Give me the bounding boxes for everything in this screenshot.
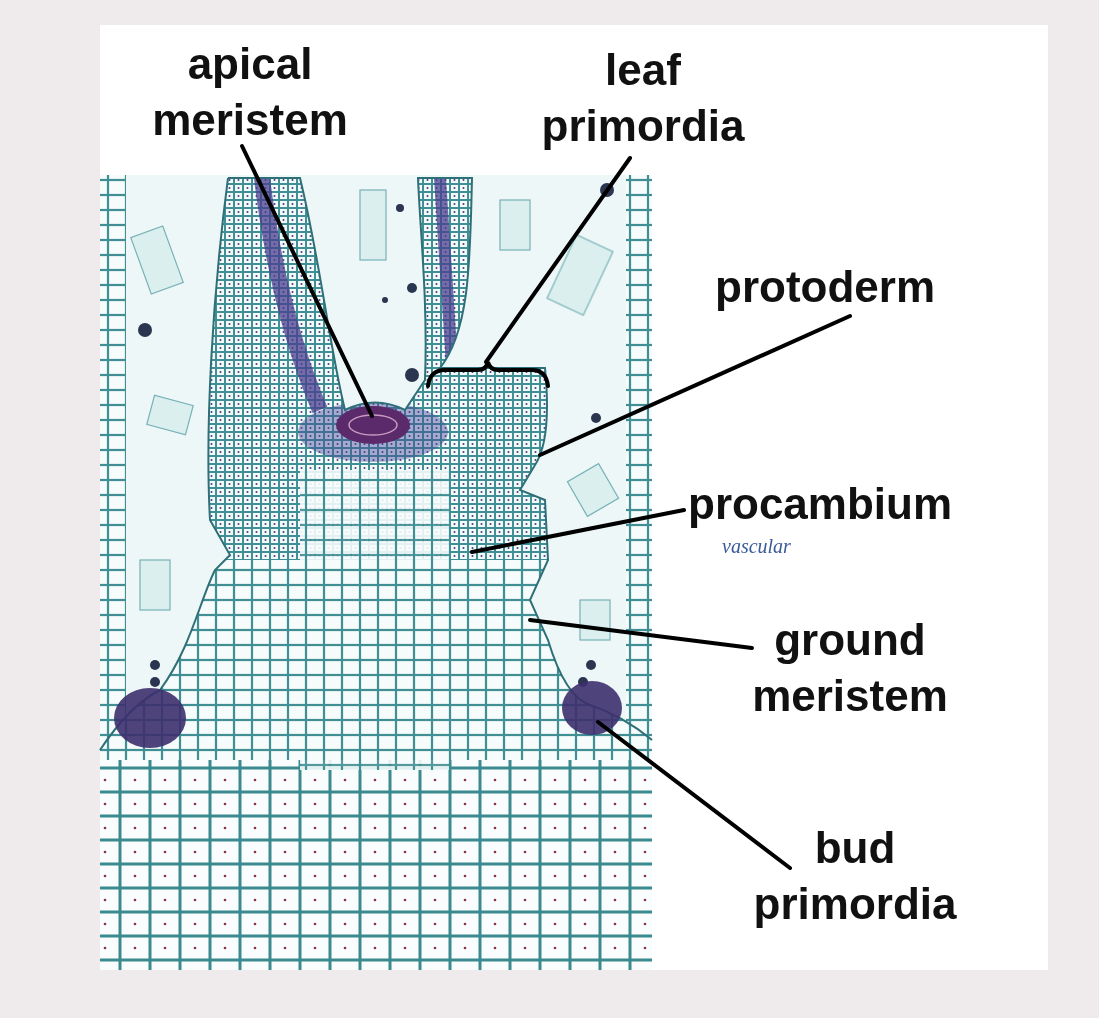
leader-lines bbox=[540, 316, 850, 455]
micrograph bbox=[407, 283, 417, 293]
micrograph bbox=[147, 395, 193, 434]
leader-lines bbox=[598, 722, 790, 868]
part-label: procambium bbox=[688, 476, 1048, 532]
micrograph bbox=[100, 178, 652, 750]
bud-primordium bbox=[562, 681, 622, 735]
leader-lines bbox=[428, 362, 548, 386]
micrograph bbox=[500, 200, 530, 250]
micrograph bbox=[349, 415, 397, 435]
micrograph bbox=[100, 175, 652, 970]
part-label: ground meristem bbox=[725, 612, 975, 724]
handwritten-note: vascular bbox=[722, 534, 922, 558]
micrograph bbox=[100, 175, 652, 970]
leader-lines bbox=[472, 510, 684, 552]
micrograph bbox=[405, 368, 419, 382]
part-label: leaf primordia bbox=[503, 42, 783, 154]
micrograph bbox=[580, 600, 610, 640]
micrograph bbox=[140, 560, 170, 610]
part-label: apical meristem bbox=[105, 36, 395, 148]
micrograph bbox=[300, 470, 450, 770]
micrograph bbox=[138, 323, 152, 337]
part-label: bud primordia bbox=[720, 820, 990, 932]
apical-dome bbox=[336, 406, 410, 444]
micrograph bbox=[547, 235, 613, 315]
micrograph bbox=[298, 402, 448, 462]
micrograph bbox=[100, 175, 652, 970]
micrograph bbox=[100, 175, 652, 970]
part-label: protoderm bbox=[715, 259, 1055, 315]
panel bbox=[100, 25, 1048, 970]
micrograph bbox=[567, 464, 618, 517]
micrograph bbox=[131, 226, 183, 294]
leader-lines bbox=[242, 146, 372, 416]
micrograph bbox=[100, 760, 652, 970]
micrograph bbox=[586, 660, 596, 670]
micrograph bbox=[150, 660, 160, 670]
micrograph bbox=[360, 190, 386, 260]
bud-primordium bbox=[114, 688, 186, 748]
micrograph bbox=[591, 413, 601, 423]
leader-lines bbox=[530, 620, 752, 648]
leader-lines bbox=[486, 158, 630, 362]
micrograph bbox=[382, 297, 388, 303]
micrograph bbox=[396, 204, 404, 212]
micrograph bbox=[440, 178, 452, 365]
micrograph bbox=[150, 677, 160, 687]
